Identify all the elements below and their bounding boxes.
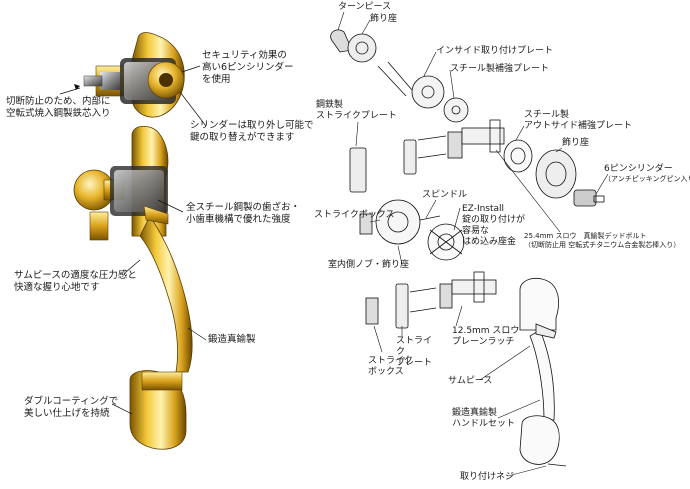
deadbolt-photo — [83, 32, 185, 118]
label-deadbolt: 25.4mm スロウ 真鍮製デッドボルト （切断防止用 空転式チタニウム合金製芯… — [524, 232, 680, 250]
label-strike-box-top: ストライクボックス — [314, 210, 395, 220]
label-line: ダブルコーティングで — [24, 396, 119, 407]
label-inside-mounting-plate: インサイド取り付けプレート — [436, 46, 554, 56]
label-steel-outside-plate: スチール製 アウトサイド補強プレート — [524, 110, 632, 132]
label-line: 切断防止のため、内部に — [6, 96, 111, 107]
label-steel-strike-plate: 鋼鉄製 ストライクプレート — [316, 100, 397, 122]
label-line: を使用 — [202, 74, 231, 85]
label-line: （アンチピッキングピン入り） — [604, 175, 690, 183]
label-removable-cylinder: シリンダーは取り外し可能で 鍵の取り替えができます — [190, 120, 314, 144]
label-line: （切断防止用 空転式チタニウム合金製芯棒入り） — [524, 241, 681, 249]
label-steel-reinforce-plate: スチール製補強プレート — [450, 64, 550, 74]
label-plain-latch: 12.5mm スロウ プレーンラッチ — [452, 326, 519, 348]
label-six-pin-security: セキュリティ効果の 高い6ピンシリンダー を使用 — [202, 50, 294, 86]
label-line: 容易な — [462, 226, 490, 236]
label-line: プレーンラッチ — [452, 337, 515, 347]
label-six-pin-cylinder: 6ピンシリンダー （アンチピッキングピン入り） — [604, 164, 690, 184]
label-line: はめ込み座金 — [462, 237, 517, 247]
handleset-photo — [73, 125, 193, 450]
label-line: 25.4mm スロウ 真鍮製デッドボルト — [524, 232, 647, 240]
label-line: 高い6ピンシリンダー — [202, 62, 294, 73]
label-line: ク — [396, 347, 406, 357]
label-forged-brass: 鍛造真鍮製 — [208, 334, 256, 345]
label-line: EZ-Install — [462, 204, 505, 214]
label-line: アウトサイド補強プレート — [524, 121, 633, 131]
label-line: ハンドルセット — [452, 419, 516, 429]
label-line: ボックス — [368, 367, 404, 377]
label-interior-knob: 室内側ノブ・飾り座 — [328, 260, 410, 270]
label-line: 鋼鉄製 — [316, 100, 344, 110]
label-line: ストライク — [368, 356, 413, 366]
label-line: 快適な握り心地です — [14, 282, 100, 293]
label-mounting-screw: 取り付けネジ — [460, 472, 515, 482]
label-line: 鍵の取り替えができます — [190, 132, 295, 143]
label-thumbpiece: サムピース — [448, 376, 493, 386]
label-line: 錠の取り付けが — [462, 215, 526, 225]
label-ez-install: EZ-Install 錠の取り付けが 容易な はめ込み座金 — [462, 204, 525, 248]
label-line: ストライクプレート — [316, 111, 397, 121]
right-leader-lines — [337, 11, 609, 477]
label-strike-box-bottom: ストライク ボックス — [368, 356, 413, 378]
label-spindle: スピンドル — [422, 190, 468, 200]
label-line: シリンダーは取り外し可能で — [190, 120, 314, 131]
label-line: 鍛造真鍮製 — [452, 408, 498, 418]
label-strike-plate: ストライ ク プレート — [396, 336, 432, 369]
label-line: 全スチール鋼製の歯ざお・ — [186, 202, 301, 213]
label-line: 6ピンシリンダー — [604, 164, 673, 174]
label-line: 12.5mm スロウ — [452, 326, 520, 336]
label-double-coating: ダブルコーティングで 美しい仕上げを持続 — [24, 396, 118, 420]
label-line: 小歯車機構で優れた強度 — [186, 214, 291, 225]
label-steel-gears: 全スチール鋼製の歯ざお・ 小歯車機構で優れた強度 — [186, 202, 300, 226]
label-anti-cut-core: 切断防止のため、内部に 空転式焼入鋼製鉄芯入り — [6, 96, 111, 120]
label-line: セキュリティ効果の — [202, 50, 287, 61]
label-turnpiece: ターンピース — [338, 2, 392, 12]
label-handleset: 鍛造真鍮製 ハンドルセット — [452, 408, 515, 430]
label-line: プレート — [396, 358, 433, 368]
label-line: サムピースの適度な圧力感と — [14, 270, 137, 281]
label-rose-mid: 飾り座 — [562, 138, 590, 148]
label-line: 美しい仕上げを持続 — [24, 408, 110, 419]
label-line: 空転式焼入鋼製鉄芯入り — [6, 108, 111, 119]
label-line: ストライ — [396, 336, 433, 346]
label-line: スチール製 — [524, 110, 570, 120]
label-rose-top: 飾り座 — [370, 14, 398, 24]
label-thumbpiece-grip: サムピースの適度な圧力感と 快適な握り心地です — [14, 270, 137, 294]
exploded-lineart — [330, 29, 605, 467]
